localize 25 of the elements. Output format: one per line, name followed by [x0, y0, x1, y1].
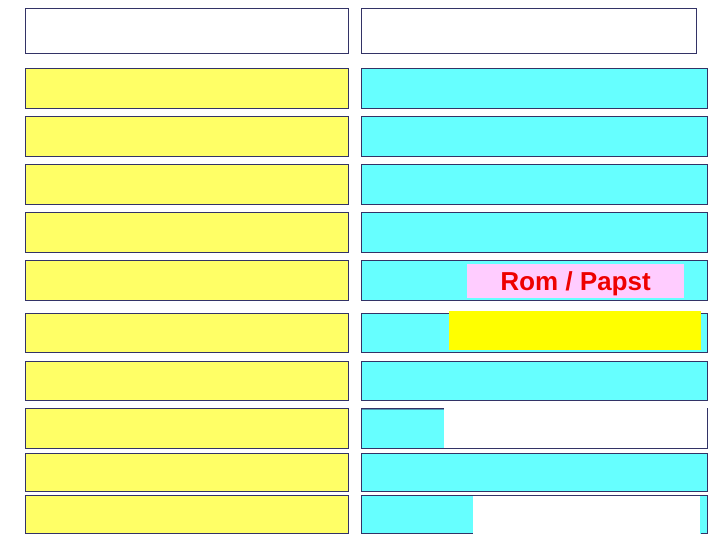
- row-box: [25, 313, 349, 353]
- row-box: [361, 116, 708, 157]
- row-box: [25, 260, 349, 301]
- row-box: [25, 212, 349, 253]
- row-box: [361, 495, 708, 534]
- overlay-box: [449, 311, 701, 350]
- row-box: [361, 68, 708, 109]
- row-box: [25, 453, 349, 492]
- row-box: [25, 408, 349, 449]
- row-box: [25, 495, 349, 534]
- label-panel: [467, 264, 684, 298]
- row-box: [361, 453, 708, 492]
- node-label: Rom / Papst: [500, 266, 651, 296]
- header-box: [25, 8, 349, 54]
- row-box: [361, 164, 708, 205]
- row-box: [361, 408, 708, 449]
- header-box: [361, 8, 697, 54]
- row-box: [361, 361, 708, 401]
- row-box: [361, 313, 708, 353]
- row-box: [25, 116, 349, 157]
- row-box: [361, 212, 708, 253]
- row-box: [361, 260, 708, 301]
- row-box: [25, 164, 349, 205]
- row-box: [25, 68, 349, 109]
- row-box: [25, 361, 349, 401]
